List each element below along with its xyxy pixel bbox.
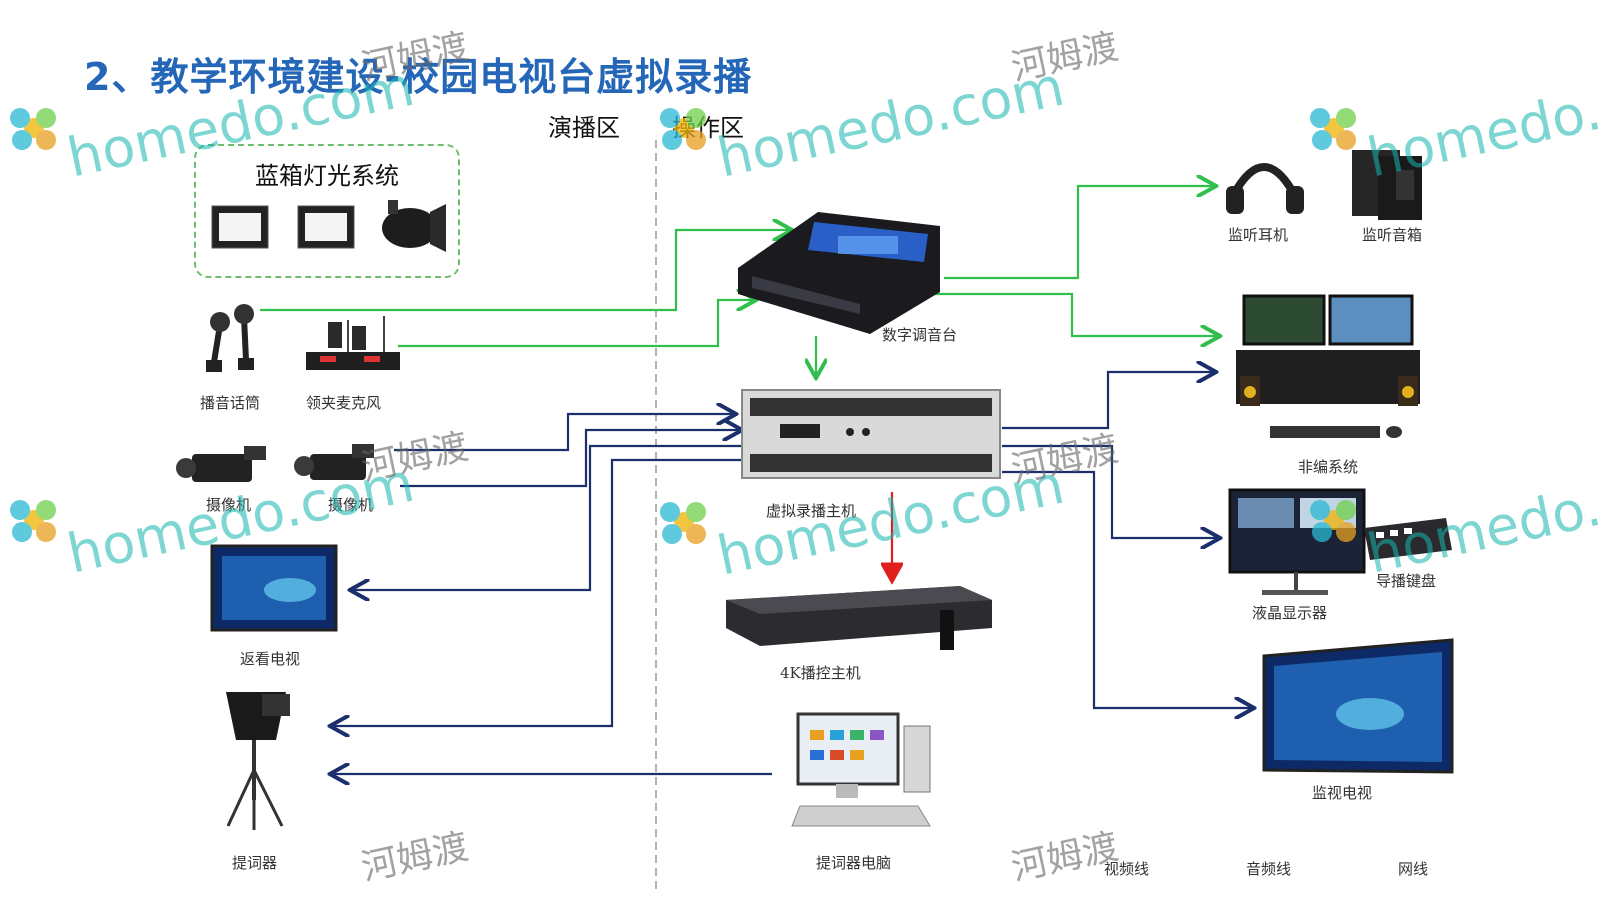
monitor-tv-icon (1262, 638, 1454, 774)
nle-system-icon (1236, 294, 1420, 438)
headphones-icon (1226, 163, 1304, 214)
label-lcd-display: 液晶显示器 (1252, 604, 1328, 622)
audio-line-mixer-to-nle (928, 292, 1218, 336)
led-panel-light-1-icon (211, 205, 269, 249)
digital-mixer-icon (738, 212, 940, 334)
label-monitor-headphones: 监听耳机 (1228, 226, 1289, 244)
label-return-tv: 返看电视 (240, 650, 301, 668)
video-line-host-to-teleprompter (332, 458, 742, 726)
camera-2-icon (294, 444, 374, 480)
broadcast-mic-icon (206, 304, 254, 372)
lavalier-mic-receiver-icon (306, 316, 400, 370)
lighting-system-title: 蓝箱灯光系统 (255, 162, 399, 190)
audio-line-mixer-to-headphones (944, 186, 1214, 280)
virtual-host-icon (741, 389, 1001, 479)
legend-network-line: 网线 (1398, 860, 1429, 878)
label-nle-system: 非编系统 (1298, 458, 1359, 476)
return-tv-icon (210, 544, 338, 632)
label-camera-2: 摄像机 (328, 496, 374, 514)
label-broadcast-mic: 播音话筒 (200, 394, 261, 412)
label-teleprompter: 提词器 (232, 854, 278, 872)
legend-audio-line: 音频线 (1246, 860, 1292, 878)
playout-4k-icon (726, 586, 992, 650)
video-line-host-to-monitor-tv (1002, 470, 1252, 708)
teleprompter-icon (226, 692, 290, 830)
zone-label-studio: 演播区 (548, 114, 620, 142)
prompter-pc-icon (791, 712, 931, 827)
label-playout-4k: 4K播控主机 (780, 664, 861, 682)
video-line-host-to-nle (1002, 372, 1214, 430)
label-digital-mixer: 数字调音台 (882, 326, 958, 344)
label-camera-1: 摄像机 (206, 496, 252, 514)
label-monitor-speakers: 监听音箱 (1362, 226, 1423, 244)
director-keyboard-icon (1364, 518, 1452, 560)
video-line-camera1-to-host (394, 414, 734, 452)
video-line-host-to-lcd (1002, 444, 1218, 538)
speakers-icon (1352, 150, 1422, 220)
page-title: 2、教学环境建设-校园电视台虚拟录播 (84, 55, 753, 99)
audio-line-mic-to-mixer (260, 230, 790, 312)
spotlight-icon (382, 200, 446, 252)
video-line-host-to-return-tv (352, 444, 742, 590)
legend-video-line: 视频线 (1104, 860, 1150, 878)
label-lavalier-mic: 领夹麦克风 (306, 394, 382, 412)
video-line-camera2-to-host (400, 430, 740, 488)
led-panel-light-2-icon (297, 205, 355, 249)
label-director-keyboard: 导播键盘 (1376, 572, 1437, 590)
label-prompter-pc: 提词器电脑 (816, 854, 892, 872)
audio-line-lavalier-to-mixer (398, 300, 754, 348)
camera-1-icon (176, 446, 266, 482)
lighting-system-box: 蓝箱灯光系统 (194, 144, 460, 278)
label-virtual-host: 虚拟录播主机 (766, 502, 857, 520)
watermark-logo-icon (10, 108, 1356, 544)
label-monitor-tv: 监视电视 (1312, 784, 1373, 802)
